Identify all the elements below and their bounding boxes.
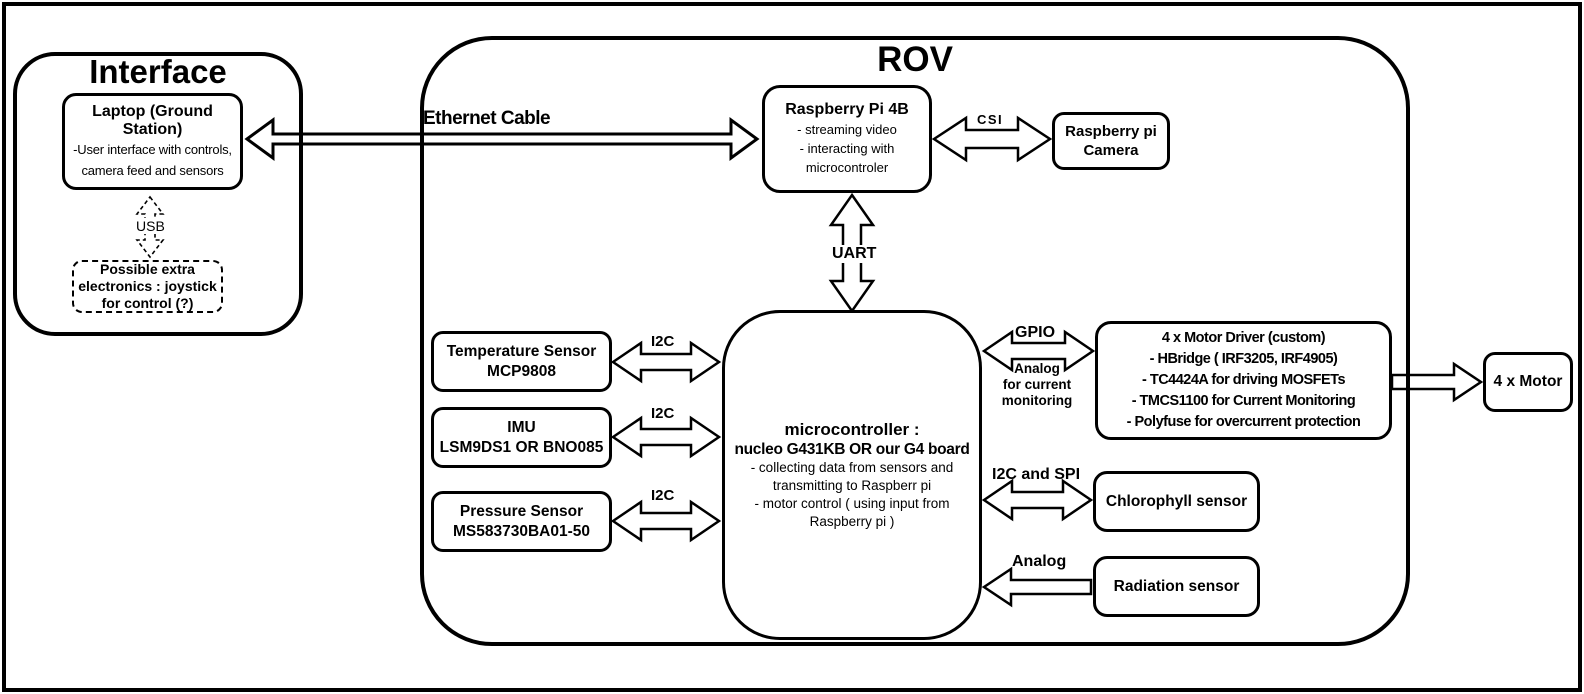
analog-current-line3: monitoring [1001, 393, 1073, 408]
microcontroller-desc-line4: Raspberry pi ) [809, 514, 895, 529]
i2c-and-spi-label: I2C and SPI [992, 466, 1081, 483]
interface-group-border [13, 52, 303, 336]
i2c-imu-arrow-icon [610, 415, 722, 459]
radiation-sensor-label: Radiation sensor [1113, 577, 1240, 595]
ethernet-cable-label: Ethernet Cable [423, 108, 551, 129]
usb-connection-label: USB [134, 218, 167, 234]
raspberry-pi-desc-line1: - streaming video [797, 122, 897, 137]
microcontroller-title-line1: microcontroller : [784, 420, 920, 439]
raspberry-pi-4b-box: Raspberry Pi 4B - streaming video - inte… [762, 85, 932, 193]
motor-driver-line5: - Polyfuse for overcurrent protection [1126, 414, 1361, 430]
laptop-ground-station-box: Laptop (Ground Station) -User interface … [62, 93, 243, 190]
extra-electronics-line2: electronics : joystick [78, 278, 217, 294]
extra-electronics-line1: Possible extra [100, 261, 195, 277]
imu-line2: LSM9DS1 OR BNO085 [439, 438, 604, 456]
uart-connection-label: UART [829, 245, 880, 263]
chlorophyll-sensor-label: Chlorophyll sensor [1105, 492, 1248, 510]
analog-current-monitoring-label: Analog for current monitoring [977, 361, 1097, 409]
microcontroller-box: microcontroller : nucleo G431KB OR our G… [722, 310, 982, 640]
temperature-sensor-line2: MCP9808 [487, 362, 556, 380]
raspberry-pi-camera-box: Raspberry pi Camera [1052, 112, 1170, 170]
imu-line1: IMU [507, 418, 536, 436]
motor-arrow-icon [1390, 361, 1484, 403]
motor-driver-line4: - TMCS1100 for Current Monitoring [1131, 393, 1356, 409]
laptop-desc-line2: camera feed and sensors [81, 163, 224, 178]
csi-connection-label: CSI [977, 112, 1004, 127]
pressure-sensor-line2: MS583730BA01-50 [452, 522, 590, 540]
i2c-pressure-label: I2C [651, 487, 675, 504]
imu-box: IMU LSM9DS1 OR BNO085 [431, 407, 612, 468]
motor-label: 4 x Motor [1493, 373, 1563, 390]
motor-driver-line1: 4 x Motor Driver (custom) [1161, 330, 1326, 346]
extra-electronics-line3: for control (?) [101, 295, 194, 311]
radiation-sensor-box: Radiation sensor [1093, 556, 1260, 617]
i2c-temperature-arrow-icon [610, 340, 722, 384]
laptop-desc-line1: -User interface with controls, [73, 142, 232, 157]
microcontroller-desc-line2: transmitting to Raspberr pi [772, 478, 932, 493]
i2c-temperature-label: I2C [651, 333, 675, 350]
raspberry-pi-title: Raspberry Pi 4B [785, 101, 909, 118]
pressure-sensor-line1: Pressure Sensor [459, 502, 584, 520]
analog-radiation-arrow-icon [981, 566, 1093, 608]
chlorophyll-sensor-box: Chlorophyll sensor [1093, 471, 1260, 532]
rov-title: ROV [877, 40, 953, 79]
camera-line1: Raspberry pi [1065, 123, 1157, 140]
i2c-imu-label: I2C [651, 405, 675, 422]
gpio-analog-arrow-icon [981, 329, 1096, 373]
extra-electronics-box: Possible extra electronics : joystick fo… [72, 260, 223, 313]
motor-driver-line3: - TC4424A for driving MOSFETs [1141, 372, 1346, 388]
analog-current-line2: for current [1002, 377, 1072, 392]
laptop-title: Laptop (Ground Station) [92, 103, 213, 138]
interface-title: Interface [89, 53, 227, 90]
pressure-sensor-box: Pressure Sensor MS583730BA01-50 [431, 491, 612, 552]
raspberry-pi-desc-line3: microcontroler [805, 160, 889, 175]
camera-line2: Camera [1083, 142, 1139, 159]
microcontroller-title-line2: nucleo G431KB OR our G4 board [734, 441, 970, 458]
analog-current-line1: Analog [1014, 361, 1060, 376]
raspberry-pi-desc-line2: - interacting with [799, 141, 895, 156]
gpio-connection-label: GPIO [1015, 324, 1056, 341]
motor-box: 4 x Motor [1483, 352, 1573, 412]
temperature-sensor-box: Temperature Sensor MCP9808 [431, 331, 612, 392]
analog-radiation-label: Analog [1012, 553, 1067, 570]
i2c-pressure-arrow-icon [610, 499, 722, 543]
microcontroller-desc-line1: - collecting data from sensors and [750, 460, 954, 475]
temperature-sensor-line1: Temperature Sensor [446, 342, 597, 360]
i2c-spi-arrow-icon [981, 478, 1094, 522]
ethernet-arrow-icon [244, 117, 760, 161]
microcontroller-desc-line3: - motor control ( using input from [754, 496, 950, 511]
csi-arrow-icon [931, 115, 1053, 163]
rov-group-border [420, 36, 1410, 646]
motor-driver-box: 4 x Motor Driver (custom) - HBridge ( IR… [1095, 321, 1392, 440]
motor-driver-line2: - HBridge ( IRF3205, IRF4905) [1149, 351, 1338, 367]
